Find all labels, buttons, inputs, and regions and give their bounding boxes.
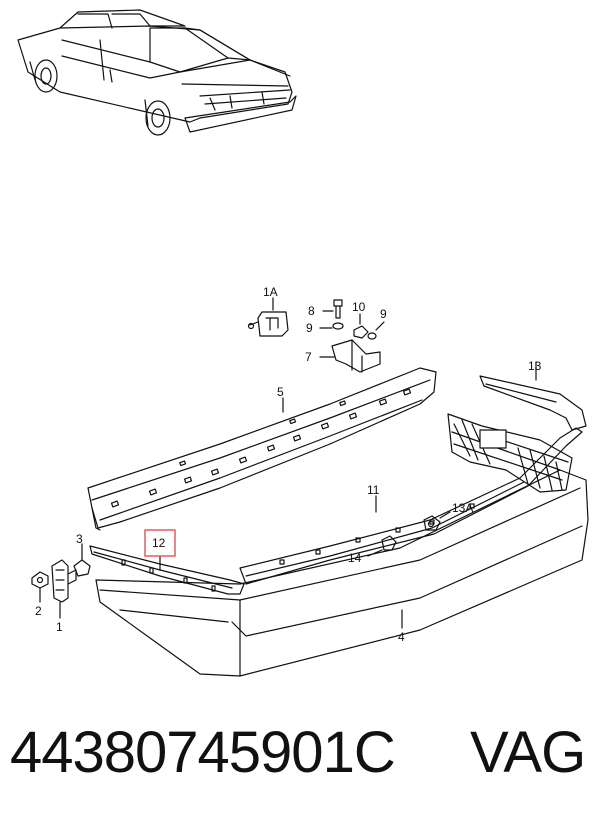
callout-4: 4 [398,630,405,644]
bumper-carrier-5 [87,367,437,531]
highlight-box-12 [144,529,176,557]
nut-10 [353,313,369,339]
callout-13a: 13A [452,501,473,515]
clip-3 [73,543,91,577]
bolt-8 [322,299,343,319]
callout-10: 10 [352,300,366,314]
callout-11: 11 [367,483,380,497]
car-overview-illustration [17,9,297,136]
callout-14: 14 [348,551,362,565]
callout-3: 3 [76,532,83,546]
callout-12: 12 [152,536,166,550]
clip-13a [423,511,451,531]
washer-9 [319,321,385,340]
callout-9a: 9 [306,321,313,335]
callout-8: 8 [308,304,315,318]
part-number: 44380745901C [10,720,396,785]
callout-9b: 9 [380,307,387,321]
callout-7: 7 [305,350,312,364]
mount-bracket-1 [51,559,77,619]
callout-1: 1 [56,620,63,634]
clip-14 [367,535,397,557]
grille-insert [447,413,573,493]
nut-2 [31,571,49,603]
callout-1a: 1A [263,285,278,299]
bracket-clip-1a [247,297,289,337]
callout-5: 5 [277,385,284,399]
molding-strip-11 [239,427,583,585]
bracket-7 [319,339,381,373]
brand-name: VAG [470,720,586,785]
corner-molding-12 [89,545,245,595]
callout-13: 13 [528,359,542,373]
callout-2: 2 [35,604,42,618]
